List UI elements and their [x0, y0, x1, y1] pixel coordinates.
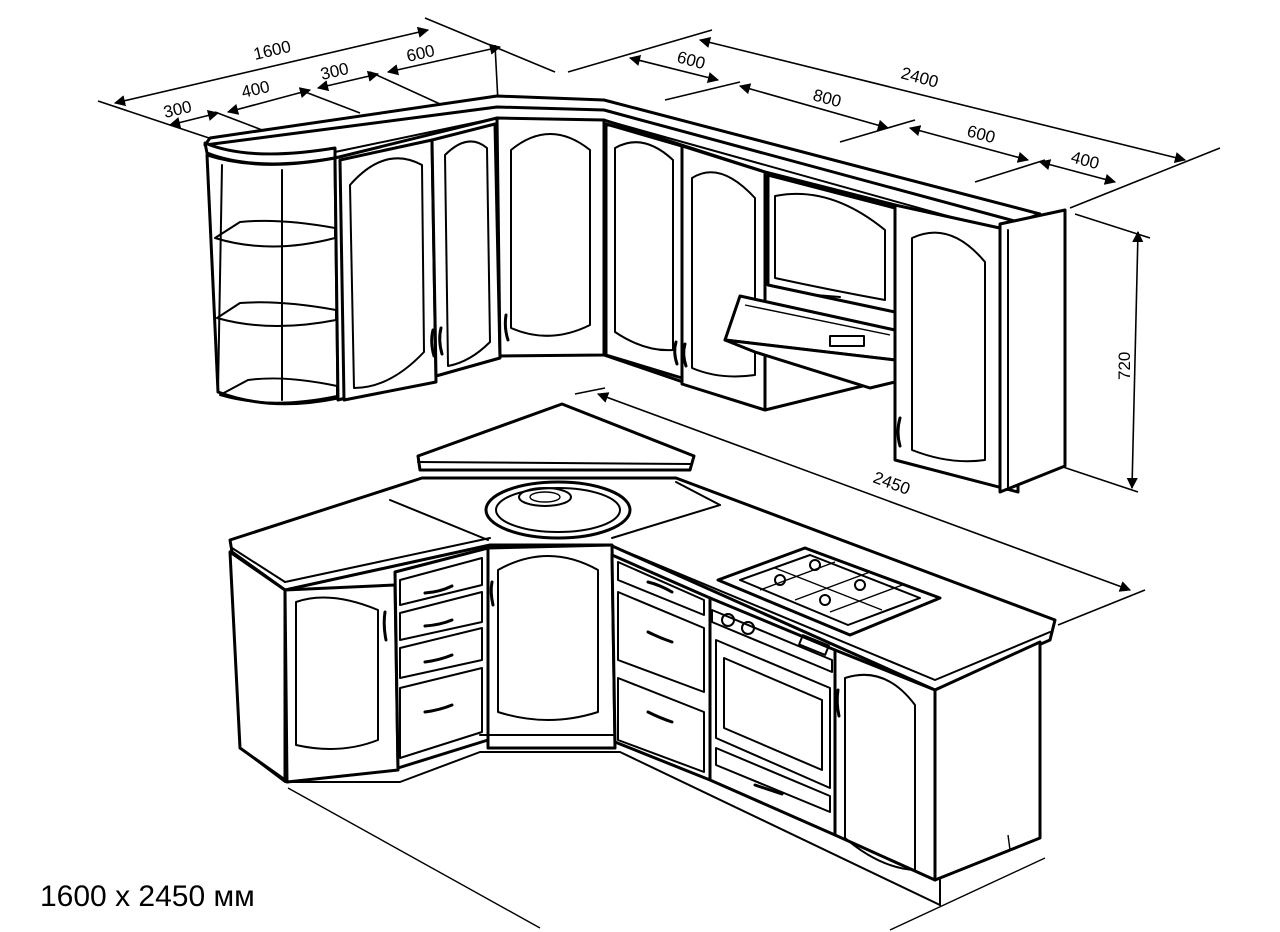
dim-600-b: 600 — [675, 48, 707, 74]
dim-2450: 2450 — [871, 468, 913, 499]
kitchen-size-caption: 1600 x 2450 мм — [40, 880, 255, 913]
dim-2400: 2400 — [899, 64, 940, 92]
lower-cabinets — [228, 402, 1057, 931]
dim-400-b: 400 — [1069, 148, 1101, 174]
upper-cabinets — [203, 94, 1067, 494]
open-shelf-unit — [205, 153, 340, 406]
dim-720: 720 — [1115, 352, 1134, 380]
dim-1600: 1600 — [252, 37, 293, 64]
dim-400-a: 400 — [240, 77, 272, 102]
dim-300-b: 300 — [319, 59, 351, 84]
dim-600-c: 600 — [965, 122, 997, 148]
dimension-lines — [97, 17, 1221, 626]
dim-300-a: 300 — [162, 97, 194, 122]
